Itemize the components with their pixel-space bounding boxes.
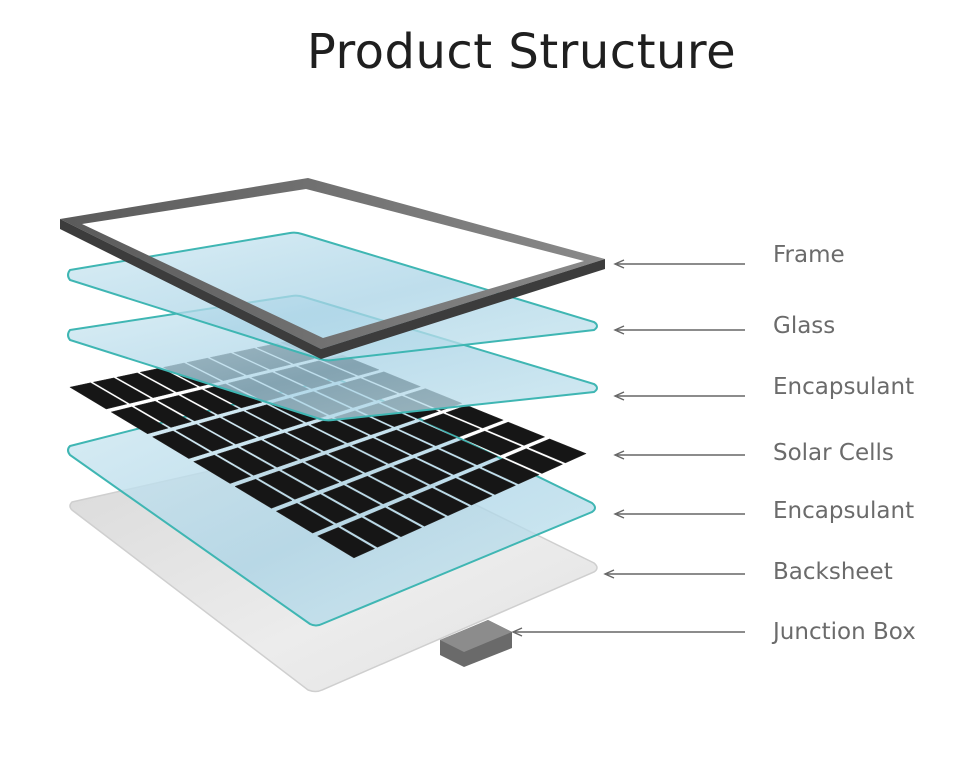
solar-cell <box>276 503 334 534</box>
label-glass: Glass <box>773 313 836 339</box>
solar-cell <box>222 411 280 438</box>
solar-cell <box>463 430 522 456</box>
arrow-solar-cells <box>613 450 745 460</box>
solar-cell <box>422 413 481 438</box>
solar-cell <box>481 458 540 485</box>
solar-cell <box>69 382 128 410</box>
solar-cell <box>139 367 198 393</box>
solar-cell <box>411 487 469 516</box>
label-backsheet: Backsheet <box>773 559 893 585</box>
solar-cell <box>152 430 210 459</box>
solar-cell <box>234 478 293 509</box>
solar-cell <box>528 438 587 464</box>
solar-cell <box>393 457 451 485</box>
solar-cell <box>323 485 381 514</box>
solar-cell <box>216 447 275 476</box>
solar-cell <box>340 517 399 548</box>
solar-cell <box>440 439 498 466</box>
solar-cell <box>369 466 428 495</box>
solar-cell <box>157 395 216 422</box>
solar-cell <box>487 421 545 446</box>
solar-cell <box>181 389 239 415</box>
solar-cell <box>364 507 422 538</box>
solar-cell <box>305 454 363 482</box>
solar-cell <box>434 477 493 506</box>
label-junction-box: Junction Box <box>773 619 916 645</box>
solar-cell <box>299 494 358 524</box>
solar-cell <box>387 497 446 527</box>
arrow-glass <box>613 325 745 335</box>
solar-cell <box>375 429 434 455</box>
solar-cell <box>346 475 405 505</box>
arrow-junction-box <box>511 627 745 637</box>
arrow-frame <box>613 259 745 269</box>
solar-cell <box>352 437 410 464</box>
solar-cell <box>287 425 345 452</box>
solar-cell <box>240 440 298 468</box>
solar-cell <box>398 421 457 447</box>
label-encapsulant-bottom: Encapsulant <box>773 498 915 524</box>
solar-cell <box>263 432 322 460</box>
solar-cell <box>116 372 174 398</box>
solar-cell <box>458 468 516 495</box>
glass-layer <box>67 231 598 362</box>
solar-cell <box>258 470 316 500</box>
label-encapsulant-top: Encapsulant <box>773 374 915 400</box>
label-frame: Frame <box>773 242 845 268</box>
solar-cell <box>193 454 251 484</box>
solar-cell <box>110 406 169 435</box>
solar-cell <box>445 405 504 429</box>
page-title: Product Structure <box>306 24 737 80</box>
label-solar-cells: Solar Cells <box>773 440 894 466</box>
arrow-backsheet <box>603 569 745 579</box>
callout-arrows <box>511 259 745 637</box>
solar-cell <box>93 377 151 404</box>
solar-cell <box>416 448 475 475</box>
arrow-encapsulant-bottom <box>613 509 745 519</box>
solar-cell <box>328 446 387 473</box>
solar-cell <box>317 527 375 559</box>
solar-cell <box>281 462 340 491</box>
solar-cell <box>134 400 192 428</box>
solar-cell <box>175 424 234 452</box>
solar-cell <box>245 404 304 430</box>
junction-box <box>440 620 512 667</box>
solar-cell <box>505 448 563 474</box>
arrow-encapsulant-top <box>613 391 745 401</box>
solar-cell <box>199 417 257 445</box>
